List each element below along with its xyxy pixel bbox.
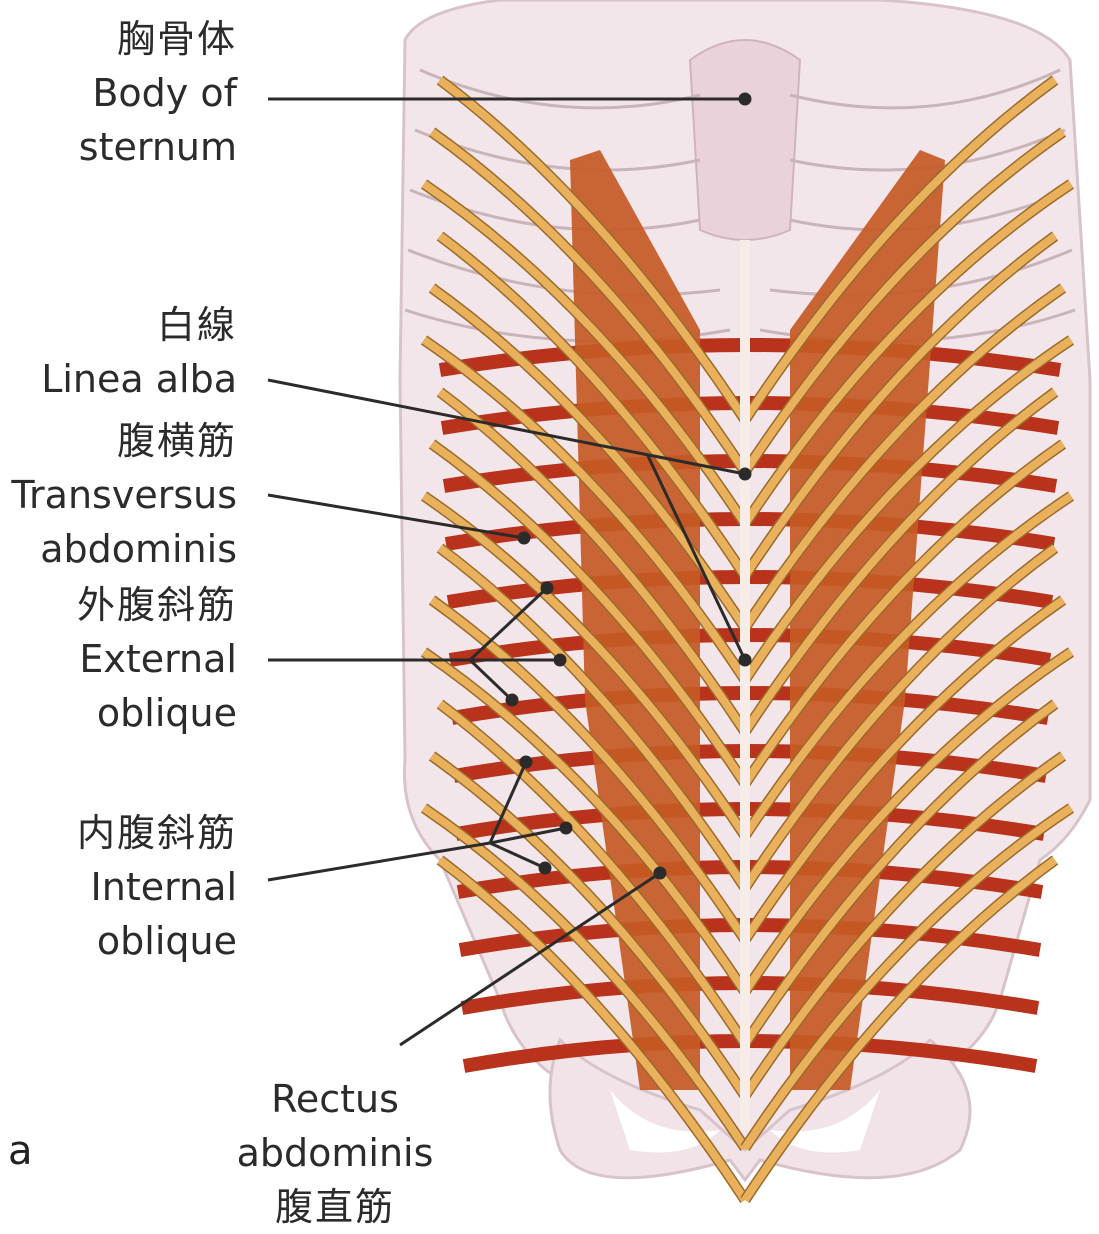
label-body-of-sternum: 胸骨体 Body of sternum: [79, 12, 237, 174]
label-rectus-abdominis-ja: 腹直筋: [200, 1180, 470, 1234]
label-external-oblique-en1: External: [77, 632, 237, 686]
label-rectus-abdominis-en2: abdominis: [200, 1126, 470, 1180]
label-internal-oblique-en2: oblique: [77, 914, 237, 968]
label-rectus-abdominis: Rectus abdominis 腹直筋: [200, 1072, 470, 1234]
label-external-oblique-ja: 外腹斜筋: [77, 578, 237, 632]
label-body-of-sternum-ja: 胸骨体: [79, 12, 237, 66]
label-transversus-abdominis-en1: Transversus: [11, 468, 237, 522]
panel-letter: a: [8, 1128, 33, 1174]
label-transversus-abdominis: 腹横筋 Transversus abdominis: [11, 414, 237, 576]
label-linea-alba-ja: 白線: [41, 298, 237, 352]
label-external-oblique-en2: oblique: [77, 686, 237, 740]
label-internal-oblique: 内腹斜筋 Internal oblique: [77, 806, 237, 968]
label-linea-alba: 白線 Linea alba: [41, 298, 237, 406]
label-body-of-sternum-en2: sternum: [79, 120, 237, 174]
label-transversus-abdominis-en2: abdominis: [11, 522, 237, 576]
label-external-oblique: 外腹斜筋 External oblique: [77, 578, 237, 740]
label-body-of-sternum-en1: Body of: [79, 66, 237, 120]
label-internal-oblique-en1: Internal: [77, 860, 237, 914]
label-linea-alba-en1: Linea alba: [41, 352, 237, 406]
label-transversus-abdominis-ja: 腹横筋: [11, 414, 237, 468]
label-internal-oblique-ja: 内腹斜筋: [77, 806, 237, 860]
label-rectus-abdominis-en1: Rectus: [200, 1072, 470, 1126]
